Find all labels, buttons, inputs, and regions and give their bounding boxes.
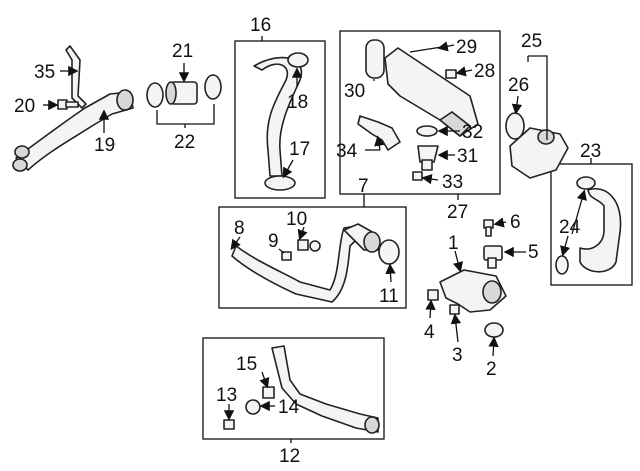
callout-22: 22 [174, 132, 195, 153]
washer-14 [245, 399, 261, 415]
bolt-3 [449, 304, 460, 315]
bolt-8 [281, 251, 292, 261]
clamp-24-bottom [555, 255, 569, 275]
hose-7 [231, 223, 381, 303]
callout-32: 32 [462, 122, 483, 143]
clamp-18 [287, 52, 309, 68]
bolt-6 [483, 219, 494, 237]
plug-15 [262, 386, 275, 399]
callout-28: 28 [474, 61, 495, 82]
callout-4: 4 [424, 322, 435, 343]
group-box-12 [202, 337, 385, 440]
group-box-16 [234, 40, 326, 199]
callout-27: 27 [447, 202, 468, 223]
gasket-30 [365, 39, 385, 79]
bolt-20 [57, 99, 79, 110]
callout-12: 12 [279, 446, 300, 467]
pipe-12 [271, 345, 380, 434]
callout-29: 29 [456, 37, 477, 58]
callout-19: 19 [94, 135, 115, 156]
bolt-13 [223, 419, 235, 430]
intake-housing [384, 47, 479, 138]
housing-1 [439, 269, 507, 313]
sensor-5 [483, 245, 503, 269]
clamp-11 [378, 239, 400, 265]
coupler-hose-21 [165, 81, 198, 105]
hose-23 [579, 188, 622, 273]
callout-24: 24 [559, 217, 581, 238]
clamp-24-top [576, 176, 596, 190]
callout-6: 6 [510, 212, 521, 233]
callout-16: 16 [250, 15, 271, 36]
callout-31: 31 [457, 146, 478, 167]
bolt-4 [427, 289, 439, 301]
callout-25: 25 [521, 31, 542, 52]
group-box-27 [339, 30, 501, 195]
callout-9: 9 [268, 231, 279, 252]
callout-11: 11 [379, 286, 399, 307]
callout-17: 17 [289, 139, 310, 160]
bolt-28 [445, 69, 457, 79]
fitting-31 [417, 145, 439, 171]
clamp-17 [264, 175, 296, 191]
washer-10 [309, 240, 321, 252]
callout-13: 13 [216, 385, 237, 406]
callout-3: 3 [452, 345, 463, 366]
callout-8: 8 [234, 218, 245, 239]
water-pump-25 [509, 127, 569, 179]
callout-20: 20 [14, 96, 35, 117]
bracket-34 [357, 115, 401, 151]
callout-labels: 35 20 19 21 22 16 18 17 29 30 28 32 34 3… [14, 15, 601, 467]
leader-lines [43, 36, 592, 443]
hose-clamp-22-left [146, 82, 164, 108]
callout-5: 5 [528, 242, 539, 263]
plug-9 [297, 239, 309, 251]
callout-10: 10 [286, 209, 307, 230]
callout-33: 33 [442, 172, 463, 193]
callout-30: 30 [344, 81, 365, 102]
callout-34: 34 [336, 141, 358, 162]
hose-clamp-22-right [204, 74, 222, 100]
callout-18: 18 [287, 92, 308, 113]
group-box-7 [218, 206, 407, 309]
callout-14: 14 [278, 397, 300, 418]
callout-35: 35 [34, 62, 55, 83]
callout-23: 23 [580, 141, 601, 162]
callout-26: 26 [508, 75, 529, 96]
callout-7: 7 [358, 176, 369, 197]
callout-2: 2 [486, 359, 497, 380]
o-ring-32 [416, 125, 438, 137]
callout-1: 1 [448, 233, 459, 254]
callout-21: 21 [172, 41, 193, 62]
bolt-33 [412, 171, 423, 181]
callout-15: 15 [236, 354, 257, 375]
o-ring-2 [484, 322, 504, 338]
